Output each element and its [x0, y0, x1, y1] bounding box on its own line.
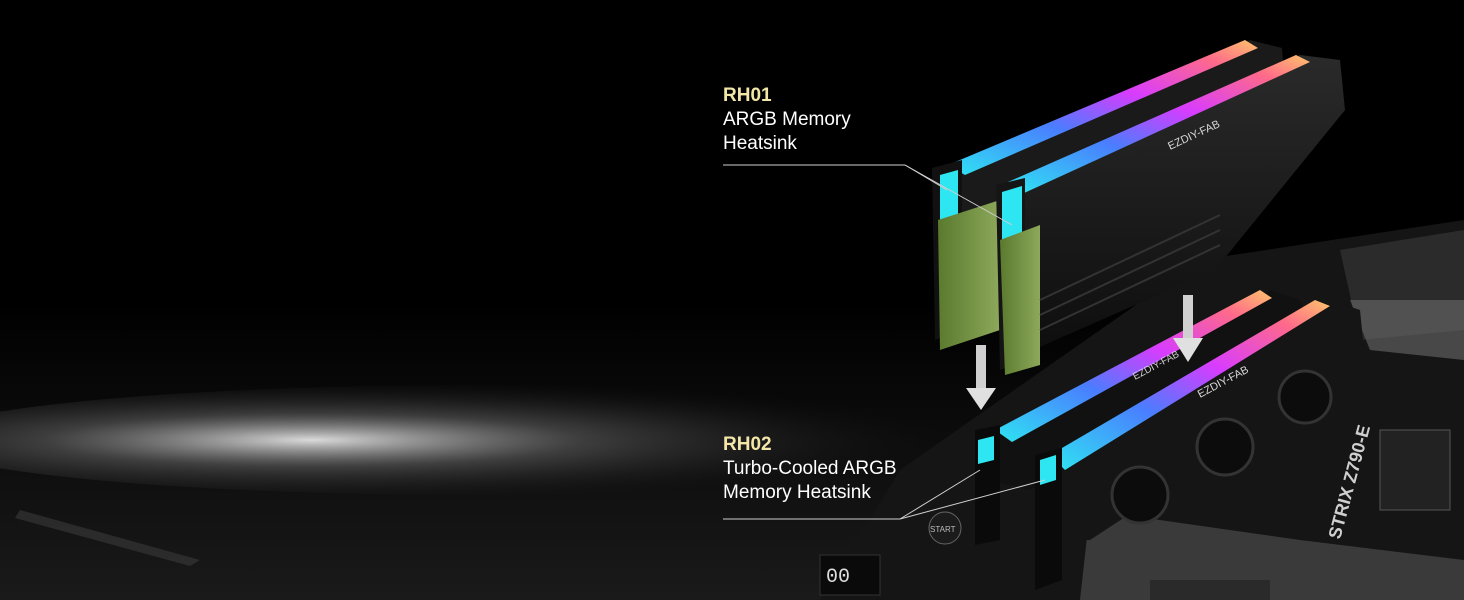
rh01-label: RH01 ARGB Memory Heatsink: [723, 84, 923, 156]
fan-1: [1110, 465, 1170, 525]
rh02-desc-line2: Memory Heatsink: [723, 482, 871, 503]
rh02-model-name: RH02: [723, 434, 772, 455]
rh02-module-back: EZDIY-FAB: [975, 290, 1310, 545]
rh02-module-front: EZDIY-FAB: [978, 300, 1365, 590]
light-beam: [0, 385, 1040, 495]
arrow-icon-right: [1173, 295, 1203, 362]
rh01-leader-lines: [723, 164, 1013, 226]
rh01-module-front: EZDIY-FAB: [996, 55, 1345, 375]
rh01-desc-line1: ARGB Memory: [723, 109, 851, 130]
rh01-desc-line2: Heatsink: [723, 133, 797, 154]
rh02-label: RH02 Turbo-Cooled ARGB Memory Heatsink: [723, 433, 943, 505]
light-streak: [15, 510, 200, 566]
arrow-icon-left: [966, 345, 996, 410]
rh02-leader-lines: [723, 469, 1046, 520]
start-button-label: START: [930, 525, 956, 534]
fan-2: [1195, 417, 1255, 477]
rh01-model-name: RH01: [723, 85, 772, 106]
rh02-desc-line1: Turbo-Cooled ARGB: [723, 458, 897, 479]
digital-display: 00: [826, 566, 850, 589]
fan-3: [1277, 369, 1333, 425]
start-button: [928, 511, 962, 545]
